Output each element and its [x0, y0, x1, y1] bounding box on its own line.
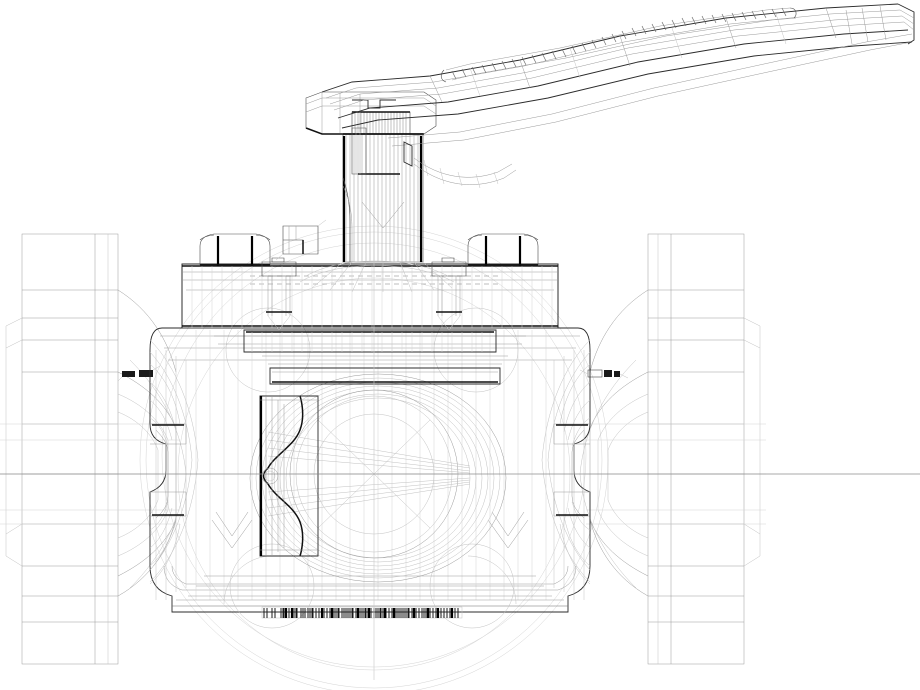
grip-pad [440, 7, 797, 83]
neck-flare-right [541, 339, 591, 600]
tag-mark-left [117, 365, 161, 382]
lever-handle [305, 3, 915, 189]
hex-nut-left [199, 233, 271, 267]
cap-screw-right [431, 257, 467, 331]
stop-bracket [275, 219, 327, 261]
hex-nut-right [467, 233, 539, 267]
cap-screw-left [261, 257, 297, 331]
nameplate-hatch [261, 606, 463, 619]
centerlines [0, 236, 920, 680]
bonnet-flange [181, 263, 559, 385]
port-cone-lines [267, 431, 471, 517]
